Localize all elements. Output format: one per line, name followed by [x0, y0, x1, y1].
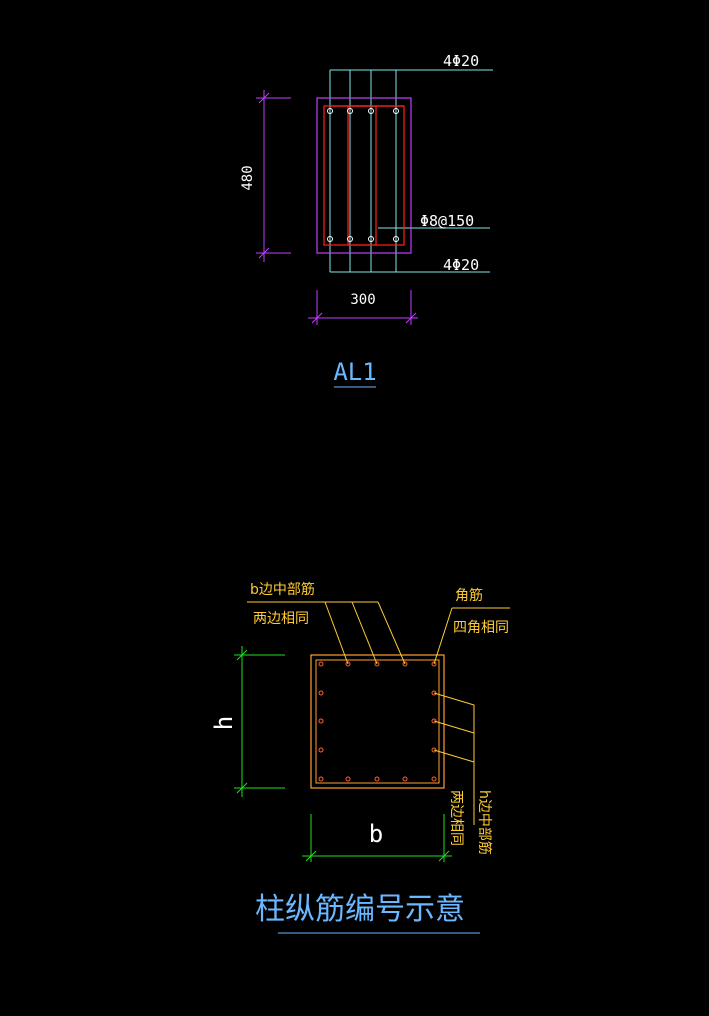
dim-h	[234, 646, 285, 797]
rebar-dots	[327, 108, 399, 242]
section1-title: AL1	[333, 358, 376, 386]
label-corner-same: 四角相同	[453, 620, 509, 636]
column-outline	[310, 654, 445, 789]
beam-outline	[316, 97, 412, 254]
label-h-same: 两边相同	[448, 790, 464, 846]
stirrup-label: Φ8@150	[420, 212, 474, 230]
dim-width-label: 300	[350, 292, 375, 308]
bottom-rebar-label: 4Φ20	[443, 256, 479, 274]
section-al1: 480 300 4Φ20 Φ8@150 4Φ20 AL1	[240, 52, 493, 388]
dim-width	[308, 290, 418, 325]
dim-b-label: b	[369, 820, 383, 848]
stirrups	[323, 105, 405, 246]
dim-b	[302, 814, 452, 862]
dim-height-label: 480	[240, 165, 256, 190]
rebar-projection-lines	[329, 69, 493, 273]
label-h-middle: h边中部筋	[476, 790, 493, 855]
column-leaders	[247, 601, 510, 825]
label-b-same: 两边相同	[253, 611, 309, 627]
section-column-rebar: b边中部筋 两边相同 角筋 四角相同 h边中部筋 两边相同 h b 柱纵筋编号示…	[210, 581, 510, 934]
label-corner: 角筋	[455, 587, 483, 604]
top-rebar-label: 4Φ20	[443, 52, 479, 70]
column-stirrup	[315, 659, 440, 784]
dim-h-label: h	[210, 716, 238, 730]
label-b-middle: b边中部筋	[250, 581, 315, 598]
dim-height	[256, 90, 291, 262]
section2-title: 柱纵筋编号示意	[255, 892, 465, 927]
column-rebar-dots	[318, 661, 437, 782]
